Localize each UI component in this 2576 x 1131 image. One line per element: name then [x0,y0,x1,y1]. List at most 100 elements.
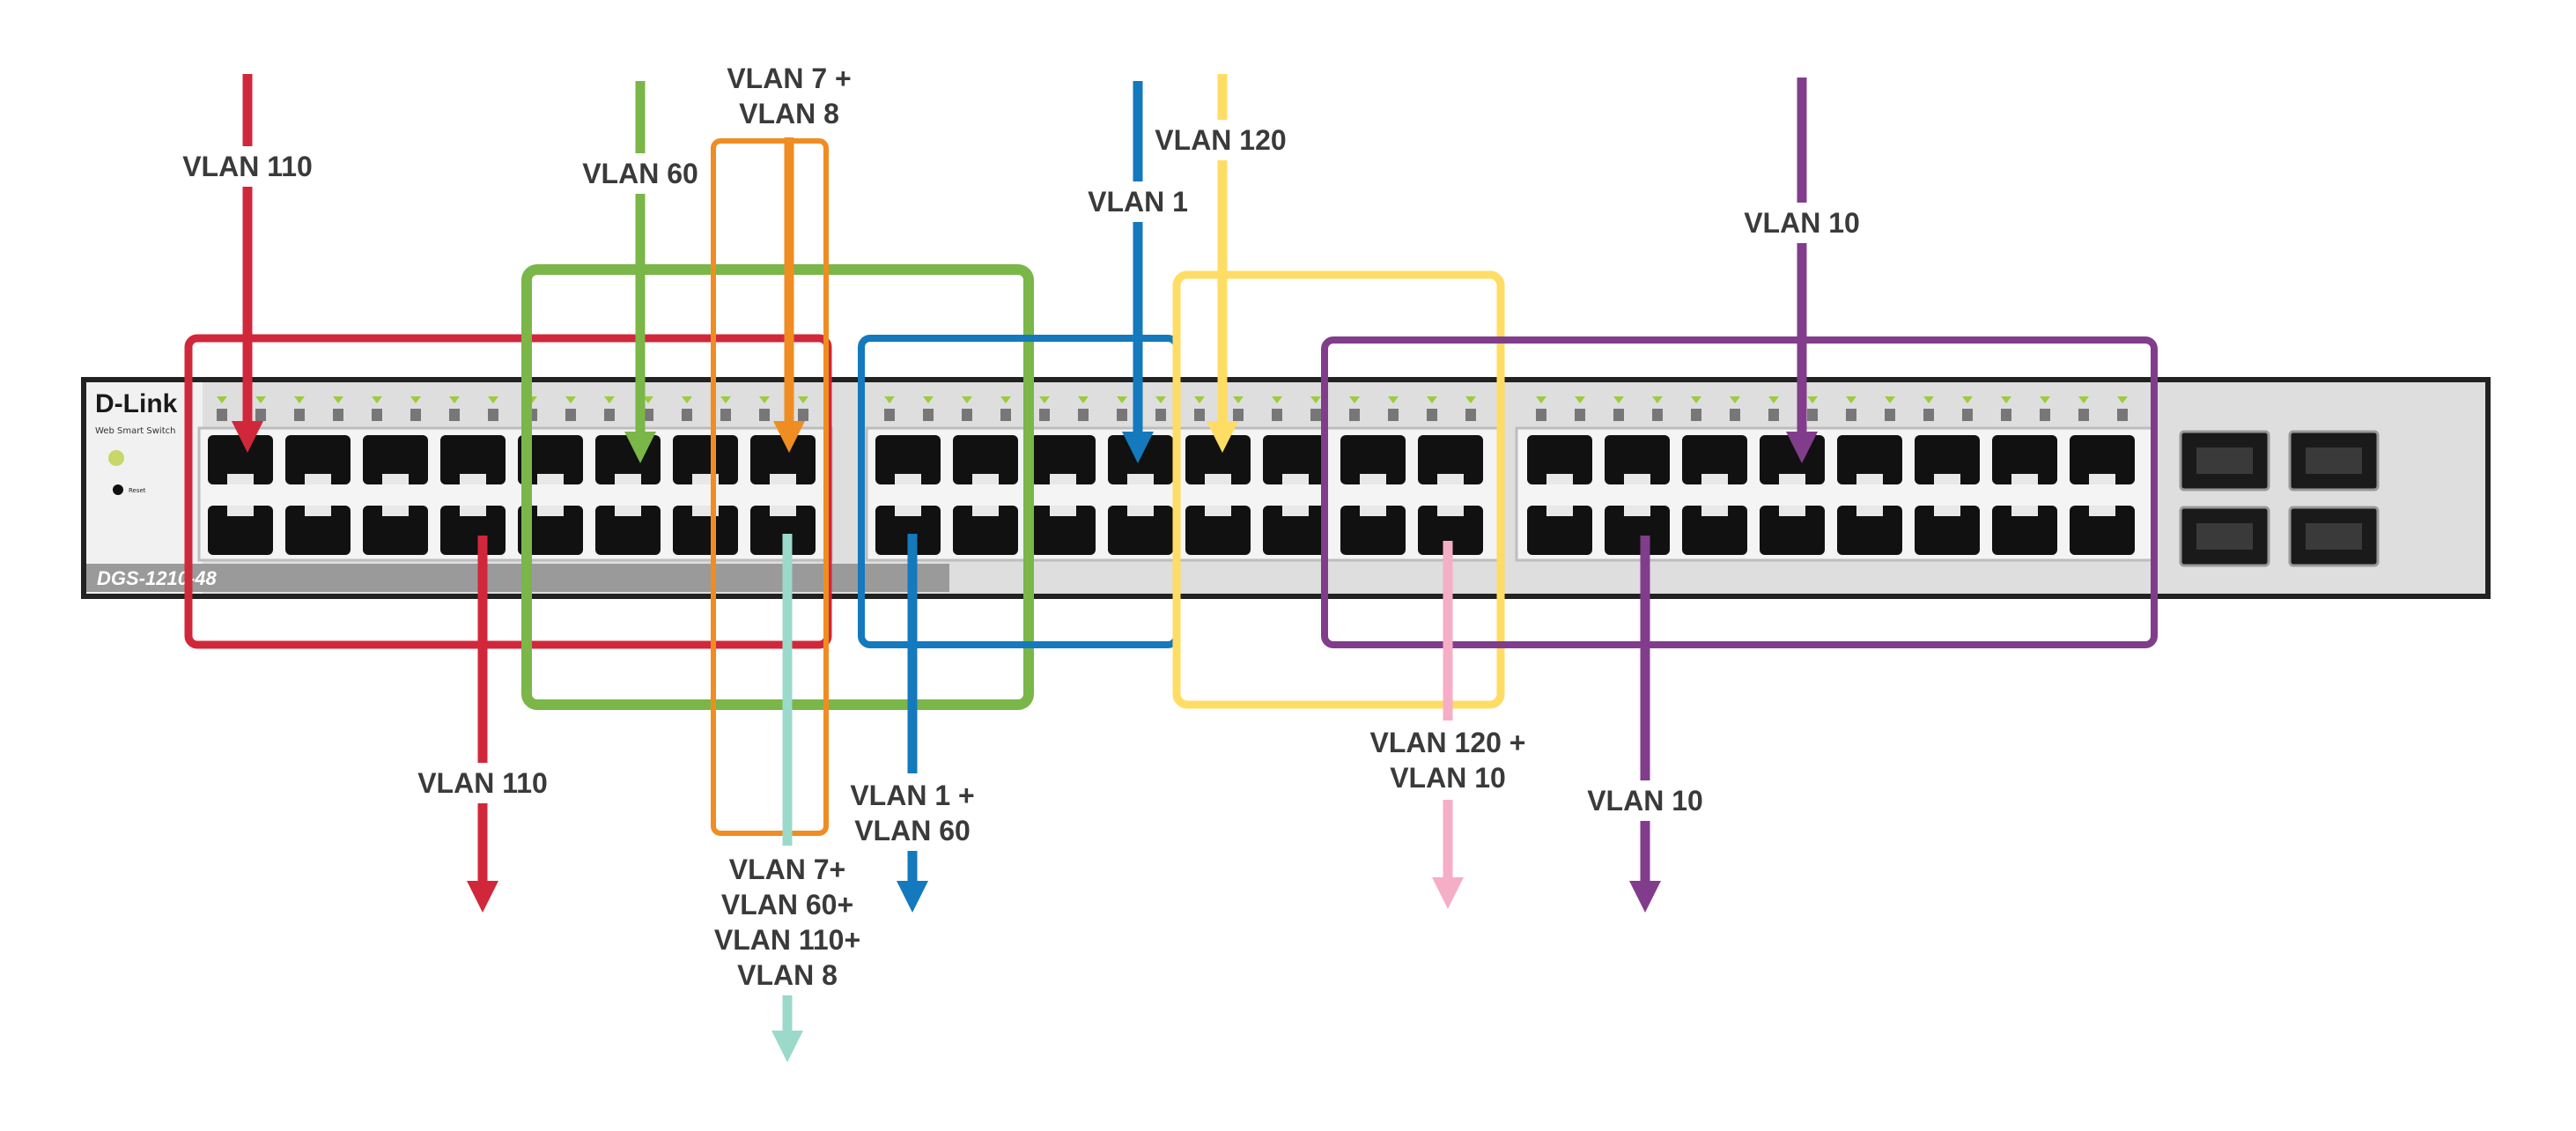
ethernet-port[interactable] [1263,506,1328,555]
ethernet-port[interactable] [1915,435,1980,484]
port-led [449,396,460,403]
ethernet-port[interactable] [1527,506,1592,555]
ethernet-port[interactable] [363,435,428,484]
reset-button[interactable] [113,484,123,495]
ethernet-port[interactable] [1760,506,1825,555]
ethernet-port[interactable] [285,506,351,555]
label-vlan1-top: VLAN 1 [1080,181,1196,222]
port-latch [770,506,796,516]
label-vlan7-8-top: VLAN 7 + VLAN 8 [713,58,865,137]
ethernet-port[interactable] [1185,435,1251,484]
port-led [798,396,808,403]
port-number-tag [1194,409,1205,421]
port-latch [305,506,331,516]
ethernet-port[interactable] [1992,435,2057,484]
port-latch [895,474,921,484]
port-number-tag [1807,409,1818,421]
ethernet-port[interactable] [595,506,661,555]
port-led [884,396,895,403]
ethernet-port[interactable] [440,435,506,484]
ethernet-port[interactable] [953,435,1018,484]
ethernet-port[interactable] [208,435,273,484]
port-number-tag [923,409,934,421]
ethernet-port[interactable] [1418,506,1483,555]
port-led [1465,396,1476,403]
port-latch [460,506,486,516]
port-led [1807,396,1818,403]
port-latch [537,506,564,516]
ethernet-port[interactable] [1108,435,1173,484]
port-number-tag [1233,409,1244,421]
ethernet-port[interactable] [1527,435,1592,484]
port-latch [227,474,254,484]
port-led [643,396,653,403]
ethernet-port[interactable] [2070,506,2135,555]
ethernet-port[interactable] [208,506,273,555]
port-led [1652,396,1663,403]
port-latch [1127,506,1154,516]
port-led [1536,396,1546,403]
ethernet-port[interactable] [285,435,351,484]
ethernet-port[interactable] [1340,506,1406,555]
ethernet-port[interactable] [1263,435,1328,484]
ethernet-port[interactable] [1682,506,1747,555]
ethernet-port[interactable] [363,506,428,555]
vlan7-8-group-box [711,138,829,836]
ethernet-port[interactable] [518,506,583,555]
port-latch [2011,506,2038,516]
arrow-vlan110-bottom [467,536,498,913]
port-latch [1934,474,1960,484]
port-number-tag [798,409,808,421]
ethernet-port[interactable] [1837,506,1902,555]
ethernet-port[interactable] [1682,435,1747,484]
port-led [720,396,731,403]
port-led [217,396,227,403]
ethernet-port[interactable] [1915,506,1980,555]
port-number-tag [1885,409,1895,421]
ethernet-port[interactable] [2070,435,2135,484]
port-latch [1856,506,1883,516]
port-led [1691,396,1701,403]
port-latch [460,474,486,484]
ethernet-port[interactable] [1185,506,1251,555]
ethernet-port[interactable] [953,506,1018,555]
port-latch [972,506,999,516]
svg-text:VLAN 1: VLAN 1 [1088,186,1188,218]
port-latch [1934,506,1960,516]
port-latch [972,474,999,484]
ethernet-port[interactable] [440,506,506,555]
ethernet-port[interactable] [750,435,816,484]
port-latch [382,474,409,484]
port-led [255,396,266,403]
port-latch [1050,474,1076,484]
ethernet-port[interactable] [1418,435,1483,484]
ethernet-port[interactable] [1108,506,1173,555]
ethernet-port[interactable] [750,506,816,555]
port-led [1962,396,1973,403]
ethernet-port[interactable] [518,435,583,484]
port-latch [1360,474,1386,484]
ethernet-port[interactable] [673,506,738,555]
ethernet-port[interactable] [1605,435,1670,484]
ethernet-port[interactable] [1837,435,1902,484]
ethernet-port[interactable] [673,435,738,484]
ethernet-port[interactable] [1992,506,2057,555]
ethernet-port[interactable] [875,435,941,484]
port-led [1349,396,1360,403]
port-number-tag [1613,409,1624,421]
ethernet-port[interactable] [1030,435,1096,484]
port-latch [537,474,564,484]
port-latch [2089,474,2115,484]
port-latch [615,506,641,516]
svg-text:VLAN 110: VLAN 110 [182,151,313,182]
vlan60-group-box [521,264,1034,710]
ethernet-port[interactable] [875,506,941,555]
ethernet-port[interactable] [1030,506,1096,555]
ethernet-port[interactable] [1340,435,1406,484]
model-label: DGS-1210-48 [97,567,218,589]
port-latch [1624,506,1650,516]
port-led [1233,396,1244,403]
ethernet-port[interactable] [1605,506,1670,555]
port-latch [770,474,796,484]
sfp-ports [2179,430,2380,567]
